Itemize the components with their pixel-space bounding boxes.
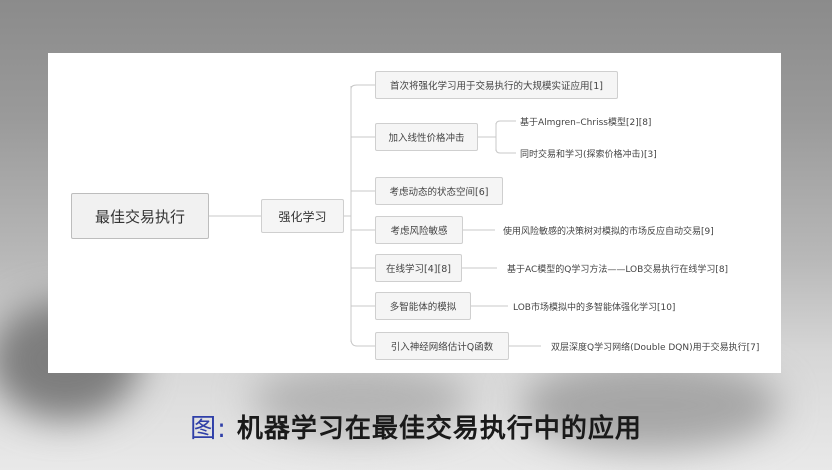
leaf-text-2: 同时交易和学习(探索价格冲击)[3]: [520, 149, 657, 160]
branch-node-5: 在线学习[4][8]: [375, 254, 462, 282]
branch-node-1: 首次将强化学习用于交易执行的大规模实证应用[1]: [375, 71, 618, 99]
leaf-text-5: LOB市场模拟中的多智能体强化学习[10]: [513, 302, 676, 313]
root-node: 最佳交易执行: [71, 193, 209, 239]
leaf-text-1: 基于Almgren–Chriss模型[2][8]: [520, 117, 652, 128]
caption-separator: :: [217, 414, 227, 444]
leaf-text-4: 基于AC模型的Q学习方法——LOB交易执行在线学习[8]: [507, 264, 729, 275]
branch-node-7: 引入神经网络估计Q函数: [375, 332, 509, 360]
caption-text: 机器学习在最佳交易执行中的应用: [226, 414, 642, 444]
connector-lines: [209, 84, 541, 347]
background-tree-mid: [250, 365, 470, 435]
leaf-text-3: 使用风险敏感的决策树对模拟的市场反应自动交易[9]: [503, 226, 714, 237]
mid-node-reinforcement-learning: 强化学习: [261, 199, 344, 233]
branch-node-4: 考虑风险敏感: [375, 216, 463, 244]
branch-node-3: 考虑动态的状态空间[6]: [375, 177, 503, 205]
branch-node-6: 多智能体的模拟: [375, 292, 471, 320]
background-tree-right: [520, 360, 780, 450]
diagram-panel: 最佳交易执行 强化学习 首次将强化学习用于交易执行的大规模实证应用[1] 加入线…: [48, 53, 781, 373]
figure-caption: 图: 机器学习在最佳交易执行中的应用: [0, 408, 832, 445]
leaf-text-6: 双层深度Q学习网络(Double DQN)用于交易执行[7]: [551, 342, 760, 353]
caption-label: 图: [190, 414, 218, 444]
branch-node-2: 加入线性价格冲击: [375, 123, 478, 151]
